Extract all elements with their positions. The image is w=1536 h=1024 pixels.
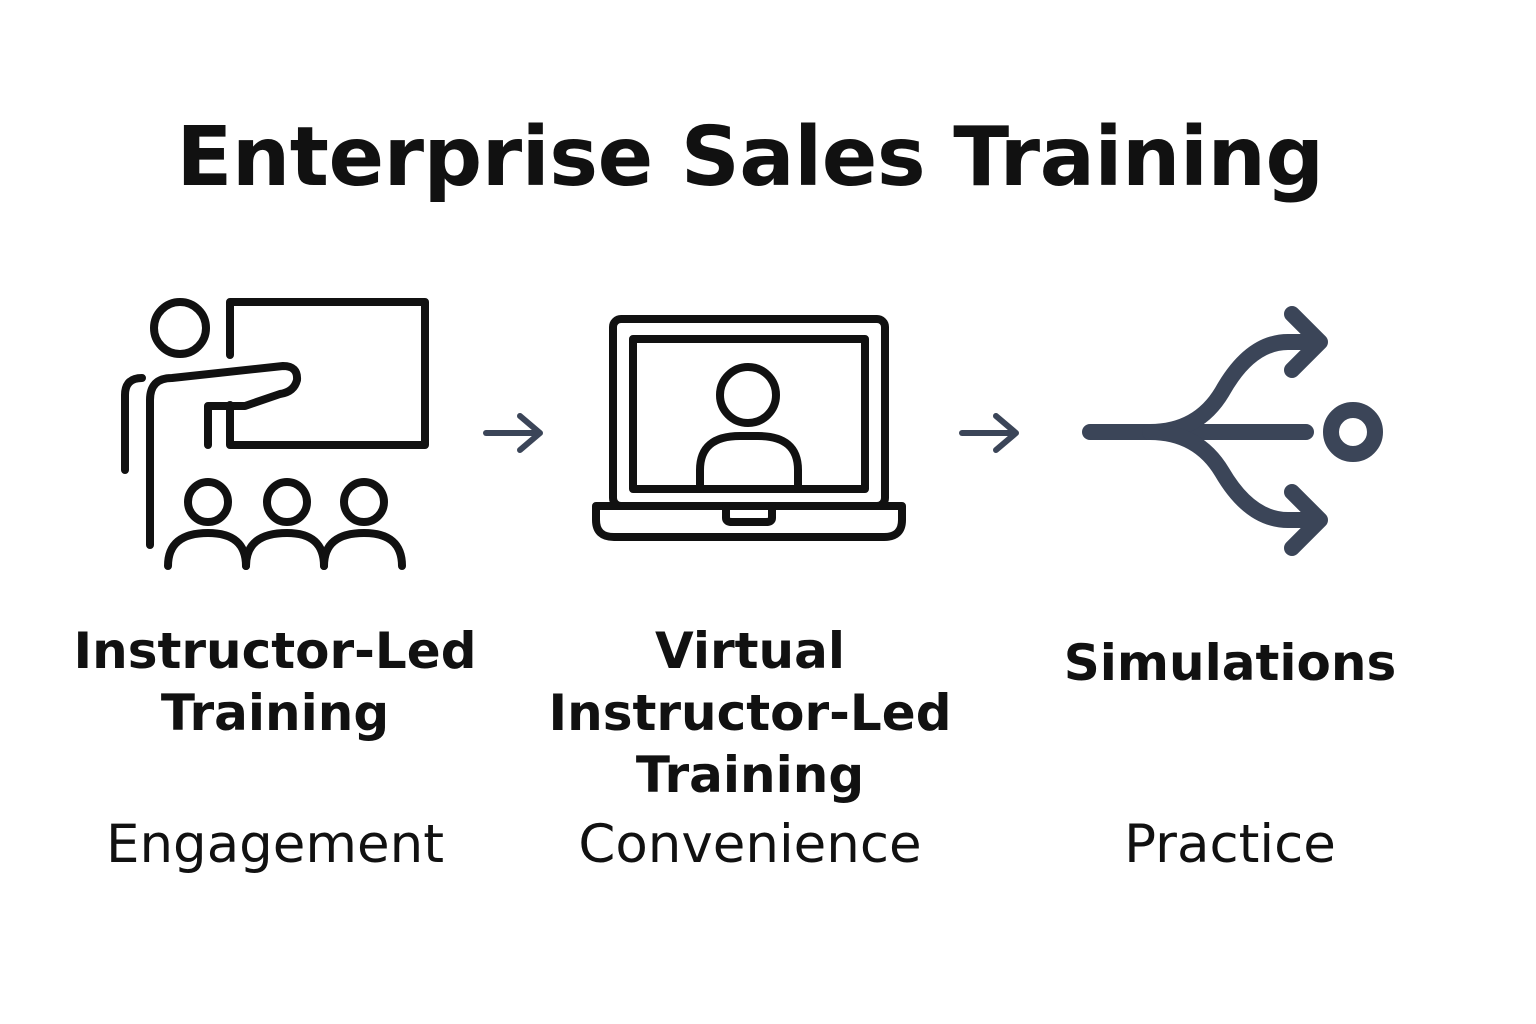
- stage-benefit-engagement: Engagement: [105, 814, 445, 875]
- laptop-video-call-icon: [592, 315, 906, 541]
- arrow-right-icon: [959, 413, 1019, 453]
- stage-label-simulations: Simulations: [1063, 634, 1397, 692]
- arrow-right-icon: [483, 413, 543, 453]
- stage-benefit-practice: Practice: [1124, 814, 1336, 875]
- stage-label-virtual-instructor-led: Virtual Instructor-Led Training: [548, 622, 952, 804]
- diagram-title: Enterprise Sales Training: [176, 110, 1324, 205]
- stage-label-instructor-led: Instructor-Led Training: [73, 622, 477, 742]
- branching-paths-icon: [1082, 306, 1383, 556]
- stage-benefit-convenience: Convenience: [578, 814, 922, 875]
- instructor-presentation-icon: [121, 298, 429, 570]
